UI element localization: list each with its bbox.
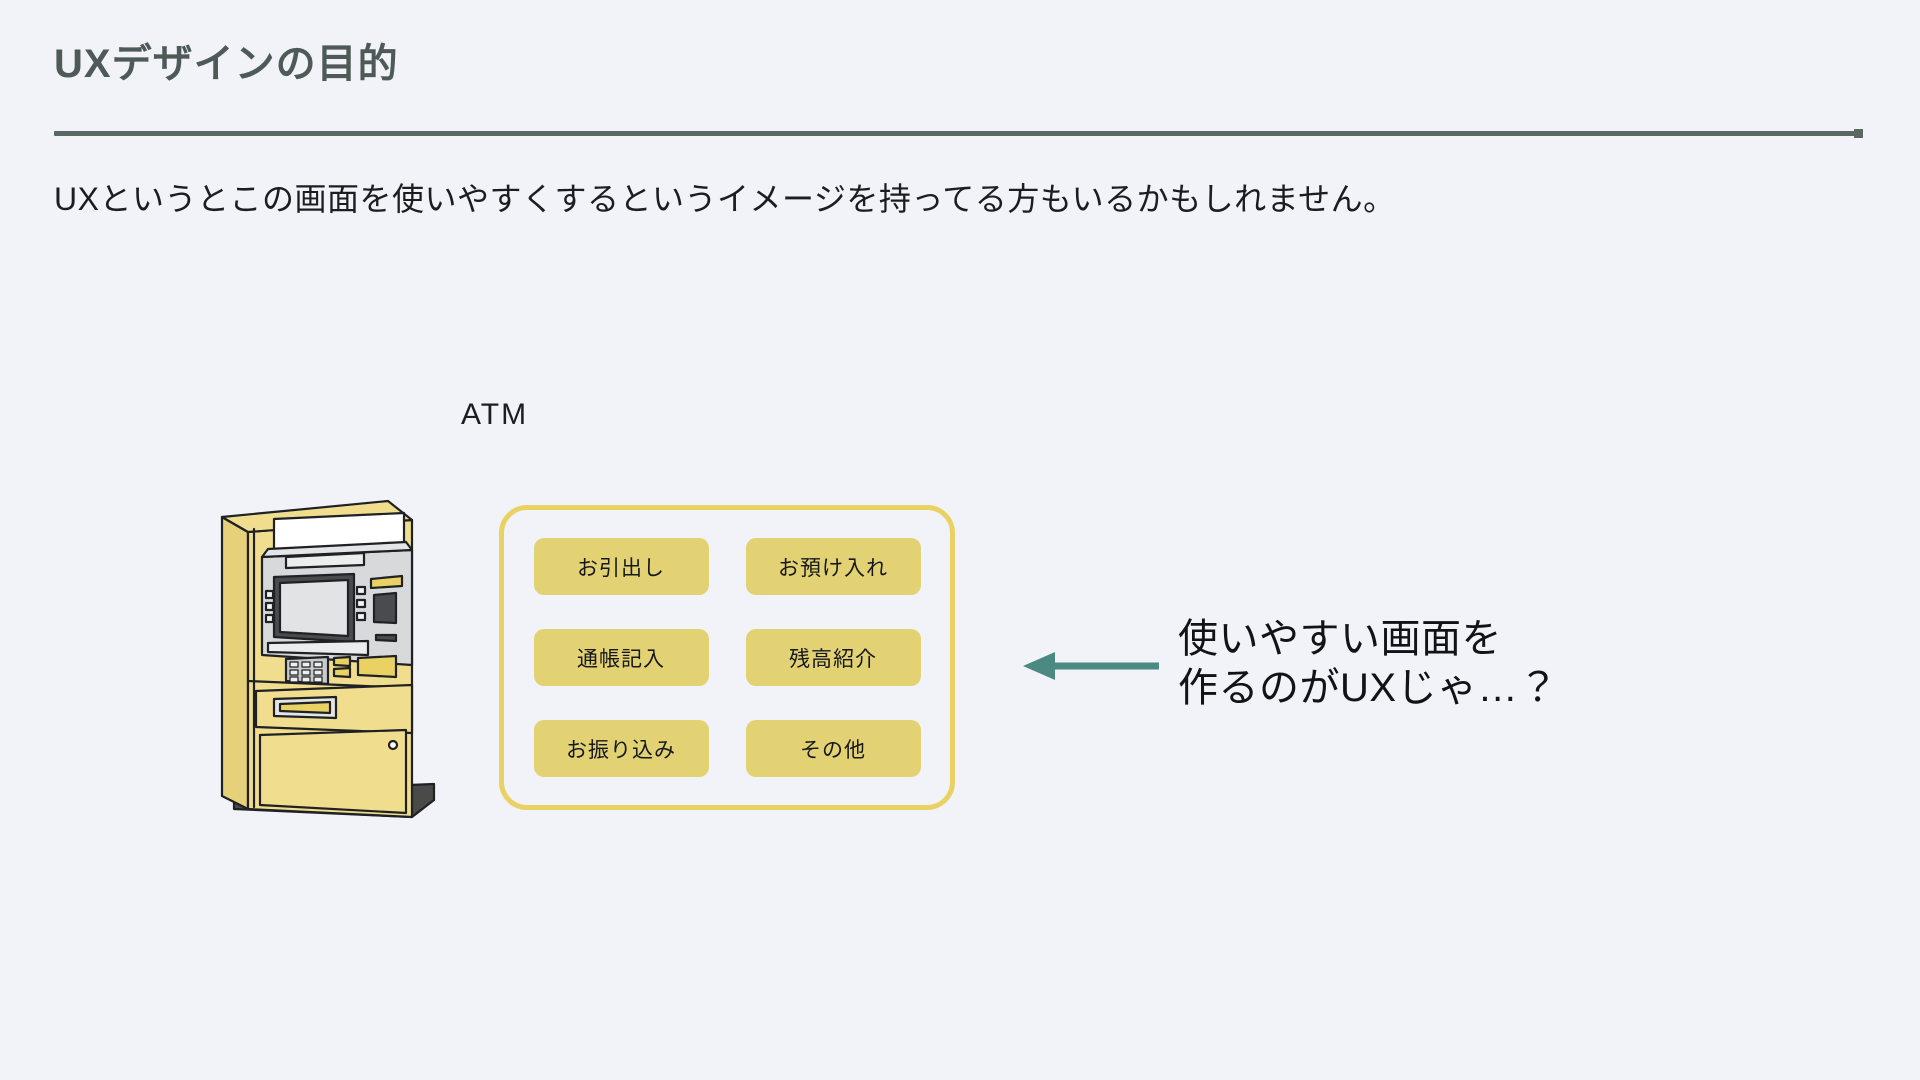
- atm-button-transfer[interactable]: お振り込み: [533, 720, 709, 777]
- atm-button-balance-inquiry[interactable]: 残高紹介: [745, 629, 921, 686]
- atm-screen-button-panel[interactable]: お引出し お預け入れ 通帳記入 残高紹介 お振り込み その他: [499, 505, 955, 810]
- title-divider-end-cap: [1854, 129, 1863, 138]
- atm-button-passbook-entry[interactable]: 通帳記入: [533, 629, 709, 686]
- atm-button-deposit[interactable]: お預け入れ: [745, 538, 921, 595]
- atm-button-withdraw[interactable]: お引出し: [533, 538, 709, 595]
- left-arrow-icon: [1021, 648, 1161, 684]
- lead-paragraph: UXというとこの画面を使いやすくするというイメージを持ってる方もいるかもしれませ…: [54, 181, 1396, 217]
- annotation-text: 使いやすい画面を 作るのがUXじゃ…？: [1178, 617, 1559, 710]
- atm-machine-illustration: [216, 495, 446, 820]
- atm-caption-label: ATM: [461, 398, 529, 431]
- page-title: UXデザインの目的: [54, 42, 399, 86]
- atm-button-other[interactable]: その他: [745, 720, 921, 777]
- title-divider: [54, 131, 1860, 136]
